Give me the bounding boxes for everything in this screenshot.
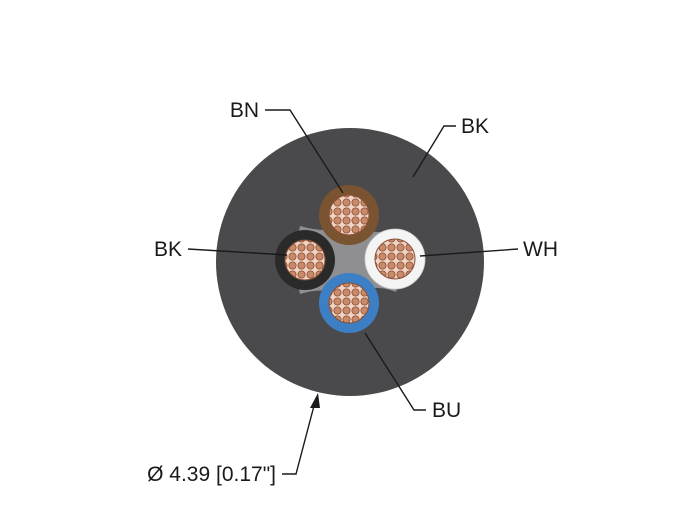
black-copper-core	[284, 239, 326, 281]
label-bn: BN	[230, 99, 259, 122]
black-conductor	[275, 230, 335, 290]
bn-leader-line	[265, 109, 344, 194]
label-diameter: Ø 4.39 [0.17"]	[147, 463, 276, 486]
left-bk-leader-line	[187, 248, 288, 256]
label-wh: WH	[523, 238, 558, 261]
brown-copper-core	[328, 194, 370, 236]
wh-leader-line	[419, 248, 519, 257]
blue-copper-core	[328, 282, 370, 324]
white-copper-core	[374, 238, 416, 280]
jacket-bk-leader-line	[412, 125, 456, 178]
bu-leader-line	[364, 332, 426, 411]
diameter-arrowhead	[310, 393, 320, 408]
diameter-leader-line	[282, 401, 316, 475]
label-left-bk: BK	[154, 238, 182, 261]
white-conductor	[364, 228, 426, 290]
blue-conductor	[319, 273, 379, 333]
brown-conductor	[319, 185, 379, 245]
label-bu: BU	[432, 399, 461, 422]
label-jacket-bk: BK	[461, 115, 489, 138]
